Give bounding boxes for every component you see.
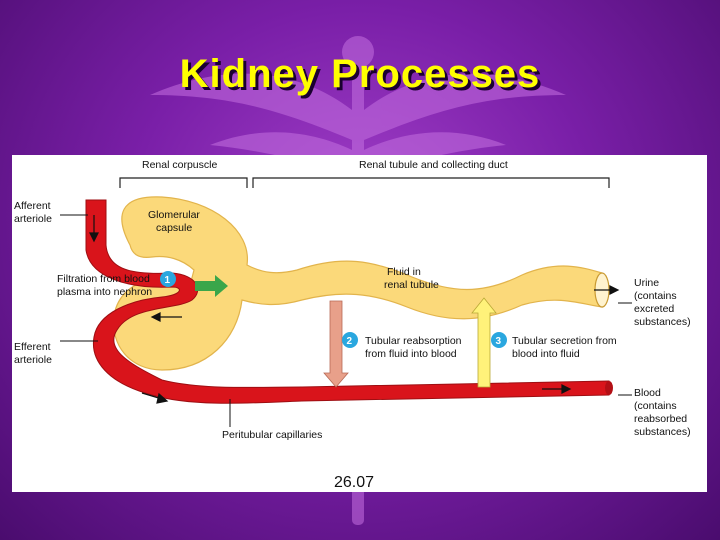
blood-label-1: Blood [634, 387, 661, 399]
leader-lines [60, 214, 632, 427]
blood-label-2: (contains [634, 400, 677, 412]
secretion-label-1: Tubular secretion from [512, 335, 617, 347]
urine-label-1: Urine [634, 277, 659, 289]
renal-corpuscle-label: Renal corpuscle [142, 159, 217, 171]
secretion-arrow [471, 297, 497, 388]
blood-label-3: reabsorbed [634, 413, 687, 425]
step-3-number: 3 [496, 336, 502, 347]
efferent-label-1: Efferent [14, 341, 51, 353]
step-1-number: 1 [165, 275, 171, 286]
glomerular-label-2: capsule [156, 222, 192, 234]
filtration-label-1: Filtration from blood [57, 273, 150, 285]
reabsorption-label-1: Tubular reabsorption [365, 335, 462, 347]
peritubular-label: Peritubular capillaries [222, 429, 322, 441]
step-3-badge [491, 332, 507, 348]
afferent-label-2: arteriole [14, 213, 52, 225]
urine-label-3: excreted [634, 303, 674, 315]
step-2-number: 2 [347, 336, 353, 347]
filtration-label-2: plasma into nephron [57, 286, 152, 298]
vessel-end [605, 381, 613, 395]
afferent-label-1: Afferent [14, 200, 51, 212]
kidney-diagram: Renal corpuscle Renal tubule and collect… [12, 155, 707, 492]
fluid-label-2: renal tubule [384, 279, 439, 291]
renal-tubule-label: Renal tubule and collecting duct [359, 159, 508, 171]
flow-arrows [89, 215, 620, 404]
blood-label-4: substances) [634, 426, 691, 438]
step-1-badge [160, 271, 176, 287]
renal-corpuscle-bracket [119, 177, 248, 188]
filtration-arrow [195, 275, 228, 297]
fluid-label-1: Fluid in [387, 266, 421, 278]
step-2-badge [342, 332, 358, 348]
reabsorption-arrow [323, 300, 349, 388]
urine-label-4: substances) [634, 316, 691, 328]
renal-tubule-bracket [252, 177, 610, 188]
efferent-label-2: arteriole [14, 354, 52, 366]
glomerular-label-1: Glomerular [148, 209, 200, 221]
kidney-diagram-svg: Renal corpuscle Renal tubule and collect… [14, 159, 691, 491]
reabsorption-label-2: from fluid into blood [365, 348, 457, 360]
secretion-label-2: blood into fluid [512, 348, 580, 360]
figure-number: 26.07 [334, 474, 374, 491]
urine-label-2: (contains [634, 290, 677, 302]
slide-title: Kidney Processes [179, 52, 541, 96]
